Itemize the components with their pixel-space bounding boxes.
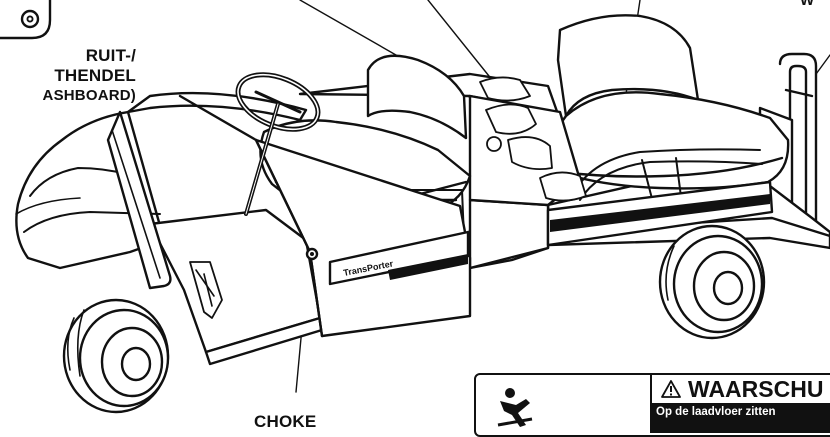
warning-decal: WAARSCHU Op de laadvloer zitten bbox=[474, 373, 830, 437]
dashboard-knob-icon bbox=[22, 11, 38, 27]
falling-person-icon bbox=[496, 385, 540, 429]
switch-label-line1: RUIT-/ bbox=[0, 46, 136, 66]
warning-title: WAARSCHU bbox=[688, 376, 823, 403]
switch-label-line3: ASHBOARD) bbox=[0, 86, 136, 106]
rear-wheel bbox=[660, 226, 764, 338]
switch-callout-label: RUIT-/ THENDEL ASHBOARD) bbox=[0, 46, 136, 106]
warning-triangle-icon bbox=[660, 379, 682, 399]
warning-heading: WAARSCHU bbox=[650, 375, 830, 403]
front-wheel bbox=[64, 300, 168, 412]
choke-label: CHOKE bbox=[254, 412, 316, 432]
switch-label-line2: THENDEL bbox=[0, 66, 136, 86]
top-right-label: W bbox=[800, 0, 814, 9]
warning-subtitle: Op de laadvloer zitten bbox=[650, 403, 830, 433]
dashboard-knob-inset bbox=[0, 0, 50, 38]
